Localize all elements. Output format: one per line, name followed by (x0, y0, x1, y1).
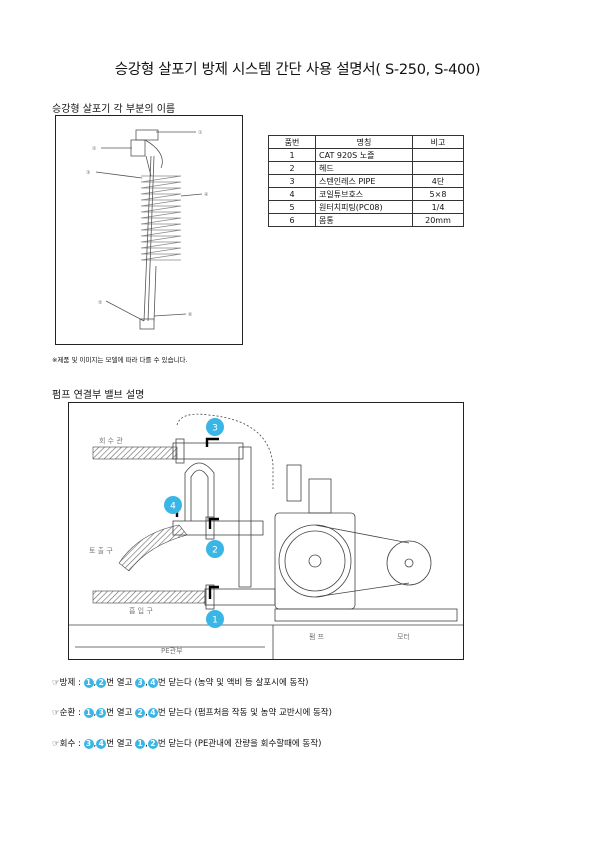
label-motor: 모터 (397, 632, 410, 641)
table-row: 6 몸통 20mm (268, 213, 464, 227)
svg-text:⑥: ⑥ (188, 312, 193, 318)
valve-number-4: 4 (170, 502, 176, 512)
svg-text:⑤: ⑤ (98, 300, 102, 306)
valve-badges: 3 4 2 1 (164, 418, 224, 628)
valve-badge-3 (206, 418, 224, 436)
valve-badge: 2 (96, 677, 107, 688)
svg-text:③: ③ (86, 170, 90, 176)
valve-badge: 3 (83, 738, 94, 749)
svg-text:②: ② (92, 146, 97, 152)
instruction-text: 번 닫는다 (펌프처음 작동 및 농약 교반시에 동작) (157, 708, 332, 718)
table-row: 1 CAT 920S 노즐 (268, 148, 464, 162)
cell-number: 6 (268, 213, 316, 227)
valve-2-handle[interactable] (208, 517, 219, 529)
valve-3-handle[interactable] (205, 437, 219, 447)
cell-number: 2 (268, 161, 316, 175)
section-heading-valves: 펌프 연결부 밸브 설명 (52, 390, 145, 401)
page-title: 승강형 살포기 방제 시스템 간단 사용 설명서( S-250, S-400) (114, 62, 481, 78)
cell-name: 스텐인레스 PIPE (315, 174, 413, 188)
cell-name: 몸통 (315, 213, 413, 227)
cell-name: CAT 920S 노즐 (315, 148, 413, 162)
pump-diagram-frame: 회 수 관 토 출 구 흡 입 구 PE관부 펌 프 모터 3 4 2 1 (68, 402, 464, 660)
discharge-hose (118, 524, 188, 572)
instruction-text: 번 닫는다 (농약 및 액비 등 살포시에 동작) (157, 678, 309, 688)
valve-1-handle[interactable] (208, 585, 219, 599)
header-name: 명칭 (315, 135, 413, 149)
table-row: 3 스텐인레스 PIPE 4단 (268, 174, 464, 188)
model-note: ※제품 및 이미지는 모델에 따라 다를 수 있습니다. (52, 356, 188, 364)
valve-badge: 2 (147, 738, 158, 749)
valve-badge: 1 (83, 707, 94, 718)
valve-badge: 4 (147, 707, 158, 718)
header-number: 품번 (268, 135, 316, 149)
instruction-prefix: ☞방제 : (52, 678, 84, 688)
sprayer-illustration: ① ② ③ ④ ⑤ ⑥ (86, 129, 209, 330)
instruction-prefix: ☞순환 : (52, 708, 84, 718)
valve-badge: 4 (96, 738, 107, 749)
cell-name: 헤드 (315, 161, 413, 175)
valve-number-1: 1 (212, 616, 218, 626)
svg-text:①: ① (198, 130, 203, 136)
pump-diagram: 회 수 관 토 출 구 흡 입 구 PE관부 펌 프 모터 3 4 2 1 (69, 413, 463, 659)
return-hose (92, 446, 178, 460)
cell-remark (412, 148, 464, 162)
cell-number: 3 (268, 174, 316, 188)
valve-number-2: 2 (212, 546, 218, 556)
cell-number: 4 (268, 187, 316, 201)
valve-badge: 2 (135, 707, 146, 718)
section-heading-parts: 승강형 살포기 각 부분의 이름 (52, 104, 176, 115)
table-row: 2 헤드 (268, 161, 464, 175)
cell-number: 1 (268, 148, 316, 162)
cell-remark: 20mm (412, 213, 464, 227)
table-row: 4 코일튜브호스 5×8 (268, 187, 464, 201)
valve-badge: 3 (96, 707, 107, 718)
label-return: 회 수 관 (99, 436, 123, 445)
instruction-text: 번 열고 (106, 739, 136, 749)
label-pump: 펌 프 (309, 632, 325, 641)
coil-hose (140, 175, 182, 261)
cell-name: 원터치피팅(PC08) (315, 200, 413, 214)
instruction-text: 번 닫는다 (PE관내에 잔량을 회수할때에 동작) (157, 739, 322, 749)
intake-hose (92, 590, 206, 604)
valve-badge: 1 (83, 677, 94, 688)
label-discharge: 토 출 구 (89, 546, 113, 555)
label-pe: PE관부 (161, 646, 183, 655)
cell-remark: 1/4 (412, 200, 464, 214)
label-intake: 흡 입 구 (129, 606, 153, 615)
valve-number-3: 3 (212, 424, 218, 434)
header-remark: 비고 (412, 135, 464, 149)
valve-badge-4 (164, 496, 182, 514)
valve-badge-2 (206, 540, 224, 558)
valve-badge: 3 (135, 677, 146, 688)
valve-badge: 4 (147, 677, 158, 688)
cell-name: 코일튜브호스 (315, 187, 413, 201)
instruction-prefix: ☞회수 : (52, 739, 84, 749)
instruction-text: 번 열고 (106, 678, 136, 688)
parts-table: 품번 명칭 비고 1 CAT 920S 노즐 2 헤드 3 스텐인레스 PIPE… (268, 135, 464, 227)
cell-number: 5 (268, 200, 316, 214)
svg-text:④: ④ (204, 192, 209, 198)
cell-remark: 5×8 (412, 187, 464, 201)
parts-table-header: 품번 명칭 비고 (268, 135, 464, 149)
valve-badge-1 (206, 610, 224, 628)
instruction-text: 번 열고 (106, 708, 136, 718)
sprayer-illustration-frame: ① ② ③ ④ ⑤ ⑥ (55, 115, 243, 345)
table-row: 5 원터치피팅(PC08) 1/4 (268, 200, 464, 214)
valve-badge: 1 (135, 738, 146, 749)
cell-remark: 4단 (412, 174, 464, 188)
cell-remark (412, 161, 464, 175)
